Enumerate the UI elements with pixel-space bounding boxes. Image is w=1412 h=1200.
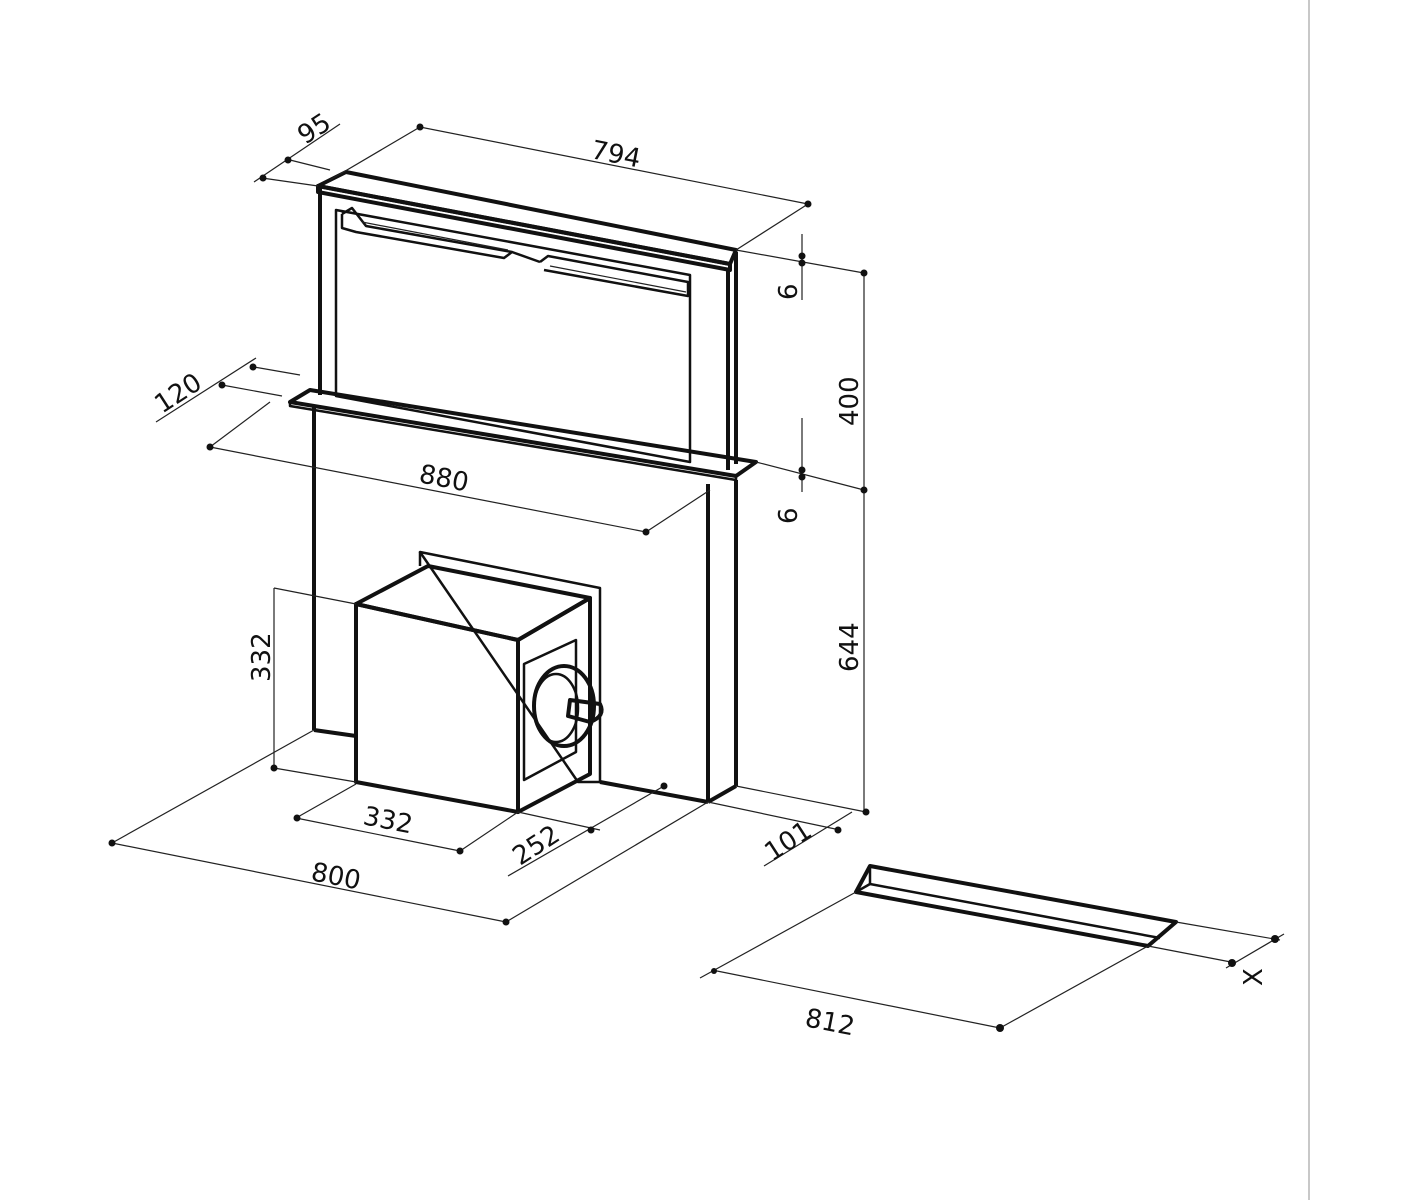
dim-label-top-width: 794 [589,135,643,174]
dim-label-hood-height: 400 [835,376,865,426]
dimension-lines [108,123,1285,1032]
dim-label-bottom-gap: 6 [774,507,804,524]
dim-label-frame-depth: 120 [149,368,207,420]
dim-label-top-depth: 95 [292,108,336,151]
dim-label-body-height: 644 [835,622,865,672]
dim-label-cutout-depth: X [1239,968,1269,986]
dim-label-motor-offset: 252 [507,820,565,872]
dim-label-body-width: 800 [309,857,363,896]
dim-label-motor-height: 332 [247,632,277,682]
motor-unit [354,550,604,814]
hood-frame-trim [288,388,758,482]
page-edge-divider [1308,0,1310,1200]
dim-label-motor-width: 332 [361,801,415,840]
dim-label-frame-width: 880 [417,459,471,498]
dim-label-cutout-width: 812 [803,1003,857,1042]
dim-label-top-gap: 6 [774,283,804,300]
worktop-cutout [854,864,1178,948]
hood-lower-body [312,406,738,804]
